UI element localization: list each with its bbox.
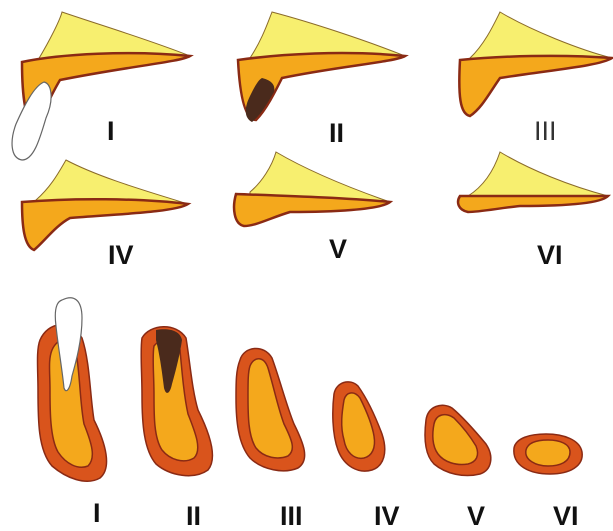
bottom-section-vi (514, 434, 582, 474)
top-label-iv: IV (108, 242, 134, 269)
top-label-i: I (107, 118, 115, 145)
bottom-vi-inner-core (526, 440, 570, 466)
top-iii-bone-body (470, 12, 612, 60)
bottom-label-iii: III (280, 503, 303, 530)
bottom-section-i (38, 298, 107, 481)
top-label-iii: III (534, 118, 557, 145)
top-vi-cortex (458, 196, 608, 212)
top-section-vi (458, 152, 608, 212)
top-vi-bone-body (468, 152, 608, 196)
top-iv-cortex (22, 199, 188, 250)
top-iii-cortex (459, 56, 612, 116)
top-section-ii (238, 12, 405, 122)
bottom-label-i: I (93, 500, 101, 527)
top-i-crown (12, 82, 51, 160)
top-section-iv (22, 160, 188, 250)
top-label-vi: VI (537, 242, 563, 269)
top-section-i (12, 12, 190, 160)
top-section-iii (459, 12, 612, 116)
top-label-v: V (329, 236, 347, 263)
bottom-label-v: V (467, 503, 485, 530)
top-iv-bone-body (36, 160, 188, 204)
bottom-section-ii (141, 327, 212, 476)
bottom-label-ii: II (186, 503, 201, 530)
bottom-label-iv: IV (374, 503, 400, 530)
bottom-section-v (425, 405, 491, 475)
top-section-v (234, 152, 390, 226)
bottom-label-vi: VI (553, 503, 579, 530)
bottom-section-iii (236, 348, 305, 470)
bottom-iv-inner-core (342, 393, 375, 458)
top-label-ii: II (329, 120, 344, 147)
bottom-section-iv (333, 382, 385, 471)
